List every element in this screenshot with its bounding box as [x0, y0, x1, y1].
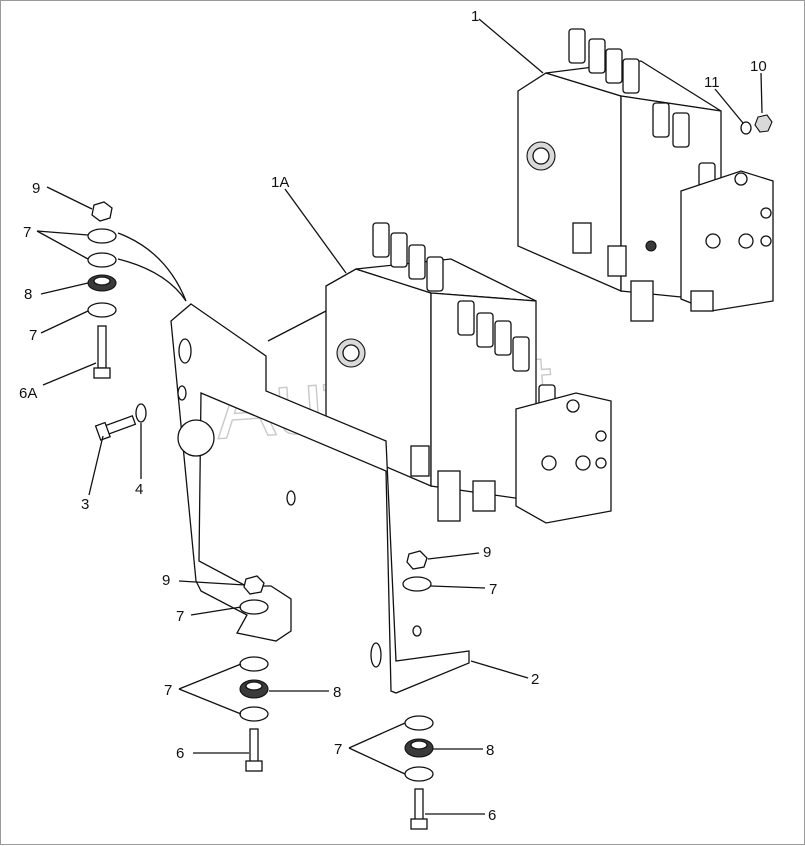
callout-6A: 6A: [19, 385, 37, 402]
callout-7-mid-left: 7: [176, 608, 184, 625]
washer-7: [87, 228, 117, 244]
callout-9-top: 9: [32, 180, 40, 197]
callout-11: 11: [704, 74, 720, 91]
callout-3: 3: [81, 496, 89, 513]
callout-7-low-right: 7: [334, 741, 342, 758]
callout-8-low-right: 8: [486, 742, 494, 759]
control-valve-1: [517, 28, 774, 322]
washer-7: [87, 302, 117, 318]
callout-6-left: 6: [176, 745, 184, 762]
callout-1: 1: [471, 8, 479, 25]
callout-7-top-a: 7: [23, 224, 31, 241]
nut-9: [91, 201, 113, 222]
callout-8-low-left: 8: [333, 684, 341, 701]
callout-9-mid-right: 9: [483, 544, 491, 561]
hardware-set: [87, 201, 434, 830]
callout-labels: 1 1A 2 3 4 6A 6 6 7 7 7 7 7 7 8 8 8 9 9 …: [19, 8, 767, 824]
bracket-2: [170, 303, 470, 694]
leader-lines: [36, 18, 763, 815]
callout-8-top: 8: [24, 286, 32, 303]
callout-2: 2: [531, 671, 539, 688]
bolt-6A: [97, 325, 107, 369]
washer-7: [87, 252, 117, 268]
callout-6-right: 6: [488, 807, 496, 824]
callout-10: 10: [750, 58, 767, 75]
callout-7-top-b: 7: [29, 327, 37, 344]
callout-7-mid-right: 7: [489, 581, 497, 598]
callout-7-low-left: 7: [164, 682, 172, 699]
callout-9-mid-left: 9: [162, 572, 170, 589]
callout-1A: 1A: [271, 174, 289, 191]
callout-4: 4: [135, 481, 143, 498]
